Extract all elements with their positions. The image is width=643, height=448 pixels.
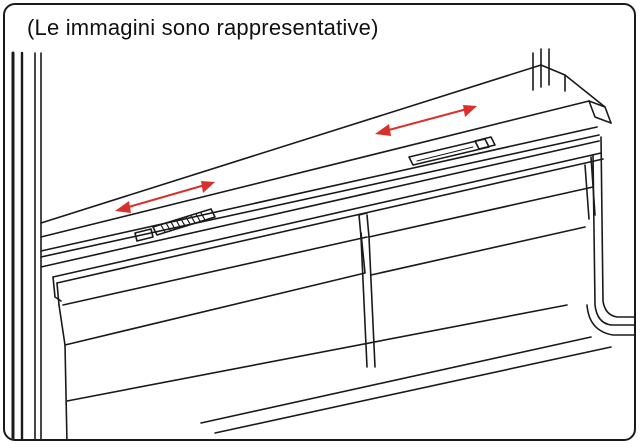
shelf-front-rail [40, 140, 604, 306]
illustration-frame: (Le immagini sono rappresentative) [3, 3, 636, 441]
caption-text: (Le immagini sono rappresentative) [27, 15, 379, 40]
right-cabinet-wall [532, 48, 634, 336]
left-cabinet-wall [11, 51, 42, 439]
right-drawer-front [368, 156, 596, 276]
left-slider-control [134, 208, 216, 242]
refrigerator-shelf-diagram [11, 48, 634, 439]
shelf-top-surface [40, 64, 612, 258]
double-headed-arrow-icon [115, 181, 215, 213]
double-headed-arrow-icon [375, 105, 477, 136]
cabinet-floor-lines [66, 304, 612, 434]
right-slider-control [408, 136, 496, 166]
